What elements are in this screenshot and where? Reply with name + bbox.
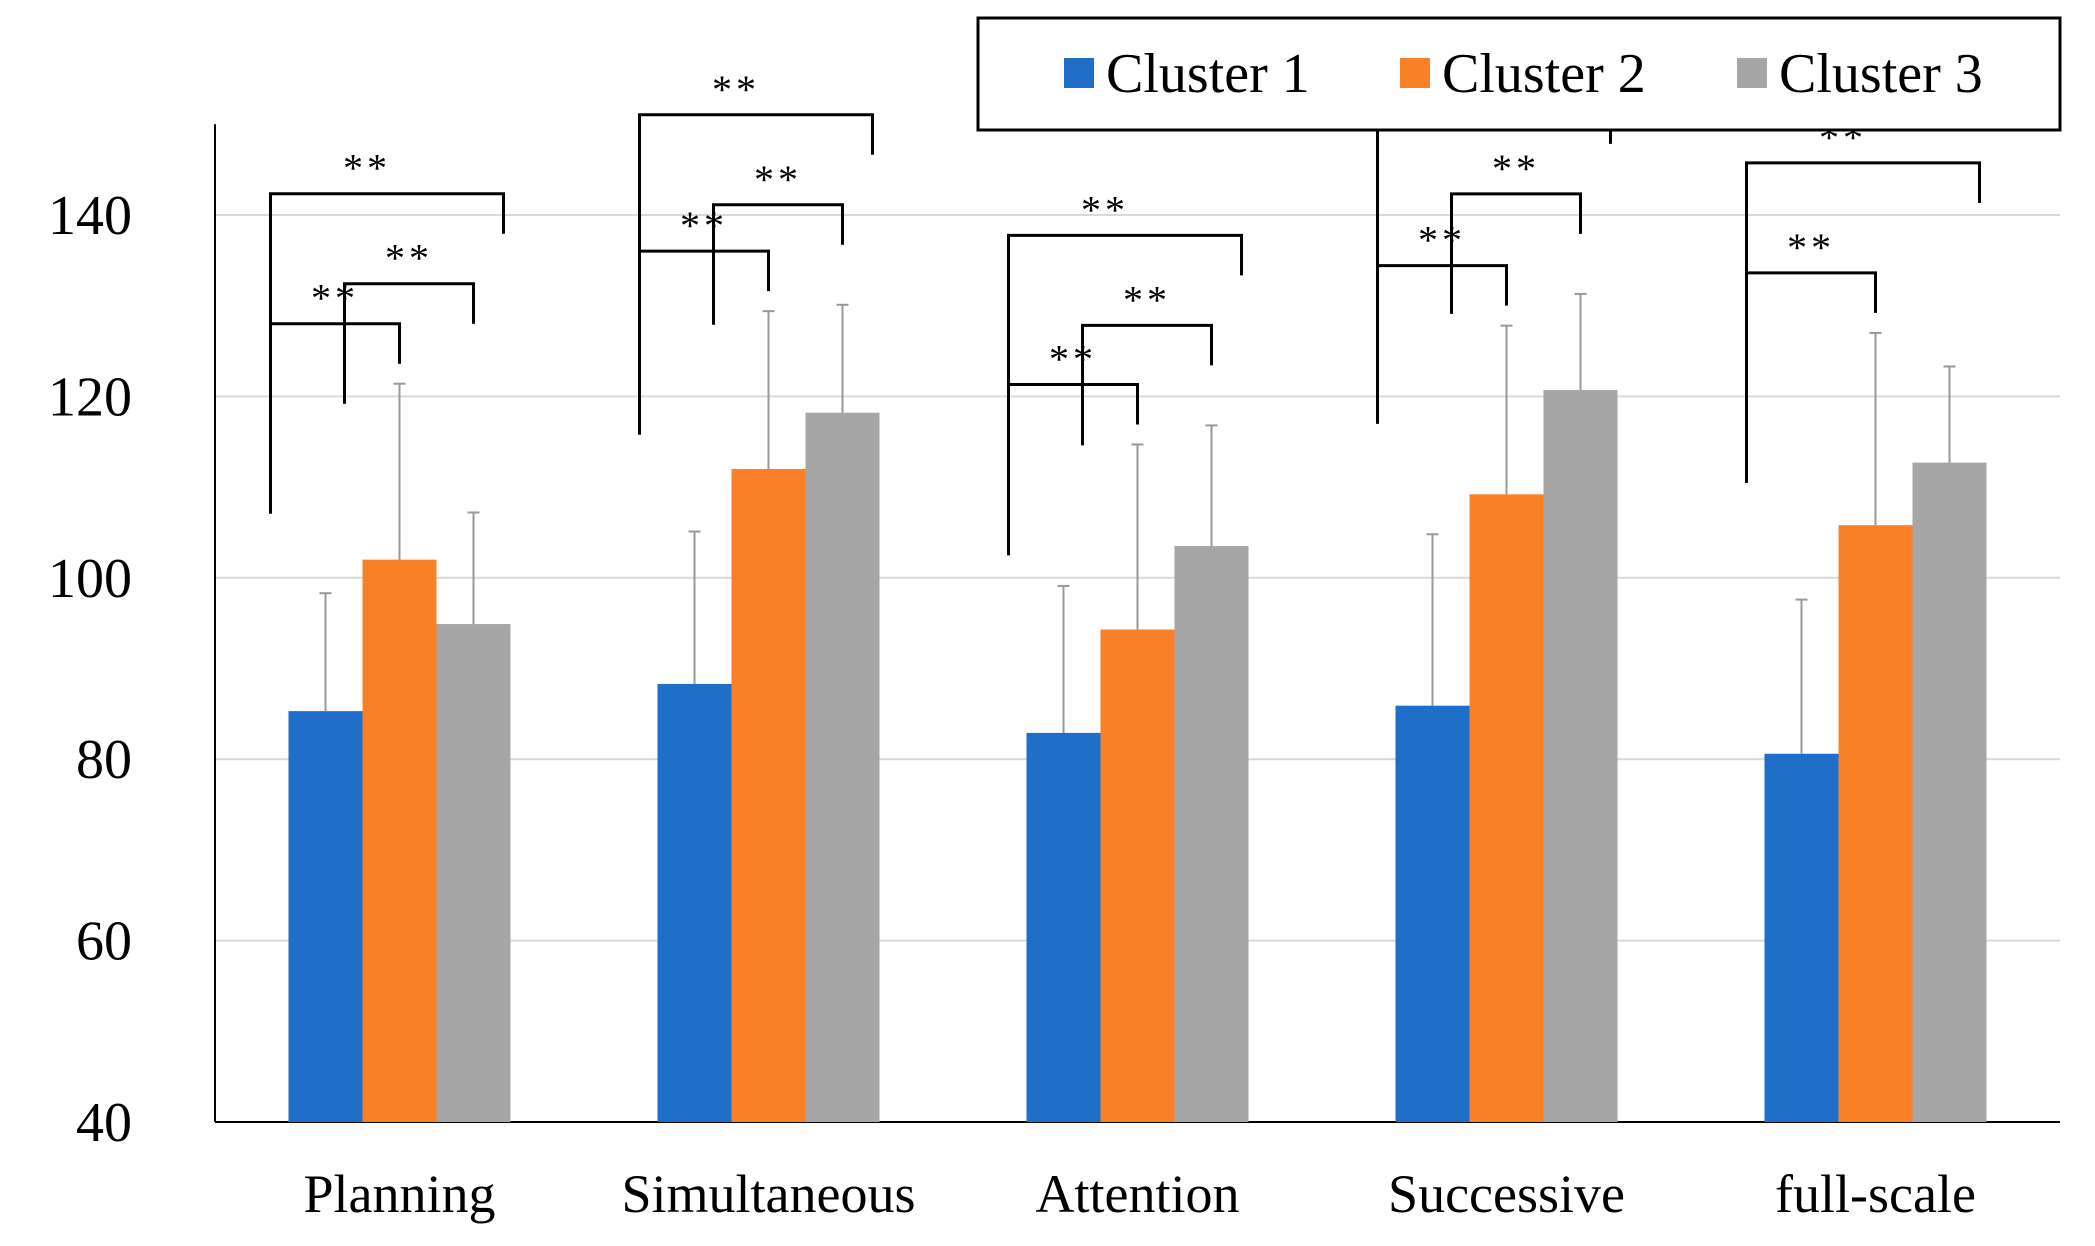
y-axis: 40 60 80 100 120 140 bbox=[48, 124, 216, 1154]
significance-label: ** bbox=[1049, 336, 1097, 381]
x-tick-label: Simultaneous bbox=[622, 1164, 916, 1224]
significance-label: ** bbox=[1123, 277, 1171, 322]
bar-3 bbox=[1174, 546, 1249, 1122]
legend-swatch-1 bbox=[1064, 58, 1094, 88]
significance-bracket bbox=[1450, 192, 1582, 314]
y-tick-label: 140 bbox=[48, 185, 132, 247]
significance-label: ** bbox=[385, 236, 433, 281]
y-tick-label: 100 bbox=[48, 548, 132, 610]
bar-2 bbox=[362, 559, 437, 1122]
bar-3 bbox=[1543, 390, 1618, 1122]
significance-label: ** bbox=[754, 157, 802, 202]
significance-bracket bbox=[269, 322, 401, 444]
significance-brackets: **************************** bbox=[269, 56, 1981, 556]
bar-3 bbox=[436, 624, 511, 1122]
bar-3 bbox=[805, 412, 880, 1122]
significance-label: ** bbox=[1081, 187, 1129, 232]
significance-label: ** bbox=[1418, 218, 1466, 263]
significance-bracket bbox=[1376, 264, 1508, 386]
x-tick-label: full-scale bbox=[1775, 1164, 1976, 1224]
significance-bracket bbox=[1007, 233, 1243, 556]
y-tick-label: 120 bbox=[48, 366, 132, 428]
significance-bracket bbox=[1007, 382, 1139, 505]
bar-3 bbox=[1912, 462, 1987, 1123]
bar-2 bbox=[1838, 525, 1913, 1122]
x-axis: Planning Simultaneous Attention Successive f… bbox=[215, 1121, 2060, 1224]
bar-2 bbox=[1100, 629, 1175, 1122]
legend-label-2: Cluster 2 bbox=[1442, 43, 1646, 105]
bar-2 bbox=[731, 468, 806, 1123]
legend-swatch-2 bbox=[1400, 58, 1430, 88]
legend-label-3: Cluster 3 bbox=[1779, 43, 1983, 105]
x-tick-label: Planning bbox=[303, 1164, 495, 1224]
bar-1 bbox=[1395, 705, 1470, 1122]
bars bbox=[288, 390, 1987, 1123]
significance-bracket bbox=[269, 192, 505, 514]
legend-label-1: Cluster 1 bbox=[1106, 43, 1310, 105]
significance-label: ** bbox=[1492, 146, 1540, 191]
x-tick-label: Successive bbox=[1388, 1164, 1625, 1224]
bar-1 bbox=[288, 711, 363, 1122]
significance-bracket bbox=[712, 203, 844, 325]
legend-swatch-3 bbox=[1737, 58, 1767, 88]
significance-label: ** bbox=[680, 203, 728, 248]
significance-bracket bbox=[638, 113, 874, 435]
significance-label: ** bbox=[712, 67, 760, 112]
y-tick-label: 60 bbox=[76, 911, 132, 973]
significance-bracket bbox=[1745, 161, 1981, 483]
significance-bracket bbox=[638, 249, 770, 372]
x-tick-label: Attention bbox=[1036, 1164, 1240, 1224]
bar-2 bbox=[1469, 494, 1544, 1123]
significance-bracket bbox=[1081, 323, 1213, 446]
error-bars bbox=[319, 292, 1956, 754]
y-tick-label: 80 bbox=[76, 729, 132, 791]
significance-label: ** bbox=[1787, 225, 1835, 270]
legend-box bbox=[976, 16, 2062, 132]
legend: Cluster 1 Cluster 2 Cluster 3 bbox=[976, 16, 2062, 132]
y-tick-label: 40 bbox=[76, 1092, 132, 1154]
bar-1 bbox=[1764, 753, 1839, 1122]
significance-label: ** bbox=[343, 146, 391, 191]
bar-1 bbox=[1026, 732, 1101, 1122]
significance-bracket bbox=[343, 282, 475, 404]
significance-bracket bbox=[1745, 271, 1877, 393]
bar-1 bbox=[657, 683, 732, 1122]
